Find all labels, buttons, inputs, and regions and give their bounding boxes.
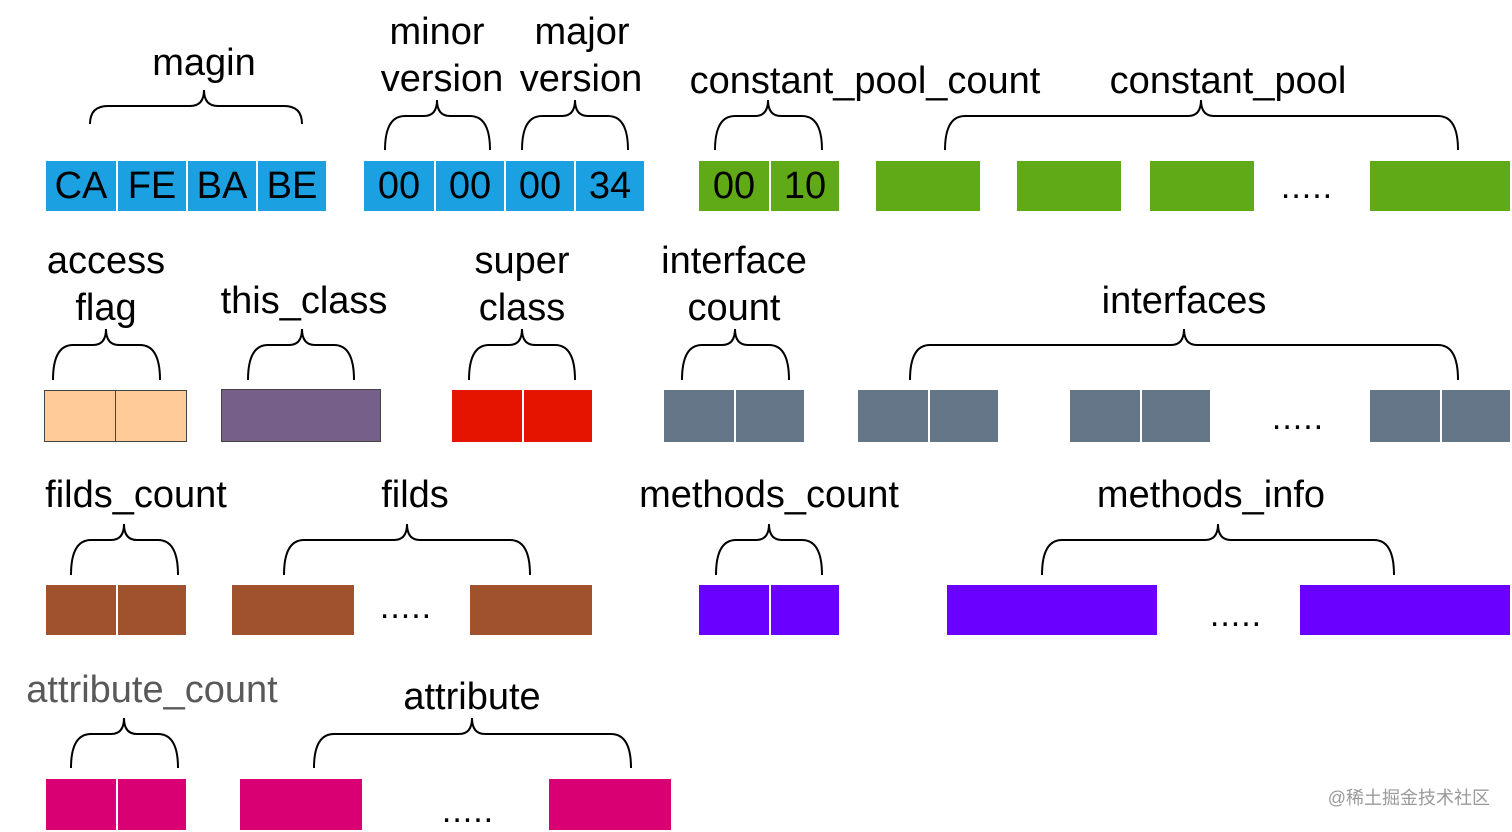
fild-cell	[232, 585, 354, 635]
super-class-cell	[452, 390, 522, 442]
bracket-filds-count	[70, 523, 179, 576]
label-major: major	[534, 11, 630, 53]
byte-cell: BA	[186, 161, 256, 211]
byte-cell: FE	[116, 161, 186, 211]
methods-count-cell	[699, 585, 769, 635]
interface-cell	[1070, 390, 1140, 442]
attribute-cell	[240, 779, 362, 830]
byte-cell: 00	[434, 161, 504, 211]
interface-count-cell	[734, 390, 804, 442]
attribute-count-cell	[116, 779, 186, 830]
label-minor: minor	[389, 11, 485, 53]
this-class-cell	[221, 389, 381, 442]
fild-cell	[470, 585, 592, 635]
bracket-attribute	[313, 717, 632, 769]
byte-cell: 00	[364, 161, 434, 211]
bracket-minor	[384, 99, 491, 151]
label-interfaces: interfaces	[1101, 280, 1267, 322]
bracket-access-flag	[52, 328, 161, 381]
ellipsis: .....	[1209, 596, 1263, 634]
constant-pool-entry	[1017, 161, 1121, 211]
label-super: super	[474, 240, 570, 282]
label-constant-pool-count: constant_pool_count	[689, 60, 1041, 102]
label-attribute-count: attribute_count	[26, 669, 278, 711]
bracket-constant-pool	[944, 99, 1459, 151]
attribute-cell	[549, 779, 671, 830]
interface-cell	[858, 390, 928, 442]
watermark: @稀土掘金技术社区	[1327, 788, 1490, 808]
filds-count-cell	[116, 585, 186, 635]
method-info-cell	[1300, 585, 1510, 635]
interface-count-cell	[664, 390, 734, 442]
label-constant-pool: constant_pool	[1109, 60, 1347, 102]
label-filds: filds	[381, 474, 449, 516]
label-major-version: version	[519, 58, 643, 100]
constant-pool-entry	[1150, 161, 1254, 211]
byte-cell: CA	[46, 161, 116, 211]
bracket-attribute-count	[70, 717, 179, 769]
constant-pool-entry	[1370, 161, 1510, 211]
label-flag: flag	[75, 287, 137, 329]
methods-count-cell	[769, 585, 839, 635]
bracket-cp-count	[714, 99, 823, 151]
access-flag-cell	[44, 390, 116, 442]
bracket-major	[521, 99, 629, 151]
label-class: class	[478, 287, 566, 329]
bracket-super-class	[468, 328, 576, 381]
label-this-class: this_class	[220, 280, 388, 322]
byte-cell: BE	[256, 161, 326, 211]
label-access: access	[46, 240, 166, 282]
ellipsis: .....	[379, 588, 433, 626]
label-methods-count: methods_count	[639, 474, 899, 516]
interface-cell	[1370, 390, 1440, 442]
byte-cell: 10	[769, 161, 839, 211]
label-interface: interface	[661, 240, 807, 282]
attribute-count-cell	[46, 779, 116, 830]
access-flag-cell	[115, 390, 187, 442]
byte-cell: 34	[574, 161, 644, 211]
label-magin: magin	[152, 42, 256, 84]
constant-pool-entry	[876, 161, 980, 211]
label-filds-count: filds_count	[45, 474, 227, 516]
bracket-interfaces	[909, 328, 1459, 381]
bracket-methods-info	[1041, 523, 1395, 576]
bracket-filds	[283, 523, 531, 576]
label-count: count	[687, 287, 781, 329]
bracket-this-class	[247, 328, 355, 381]
interface-cell	[1140, 390, 1210, 442]
bracket-interface-count	[681, 328, 790, 381]
super-class-cell	[522, 390, 592, 442]
ellipsis: .....	[1271, 399, 1325, 437]
interface-cell	[928, 390, 998, 442]
interface-cell	[1440, 390, 1510, 442]
label-methods-info: methods_info	[1096, 474, 1326, 516]
label-attribute: attribute	[403, 676, 541, 718]
filds-count-cell	[46, 585, 116, 635]
bracket-methods-count	[715, 523, 823, 576]
bracket-magin	[89, 89, 303, 125]
label-minor-version: version	[380, 58, 504, 100]
byte-cell: 00	[699, 161, 769, 211]
method-info-cell	[947, 585, 1157, 635]
ellipsis: .....	[1280, 168, 1334, 206]
ellipsis: .....	[441, 792, 495, 830]
byte-cell: 00	[504, 161, 574, 211]
